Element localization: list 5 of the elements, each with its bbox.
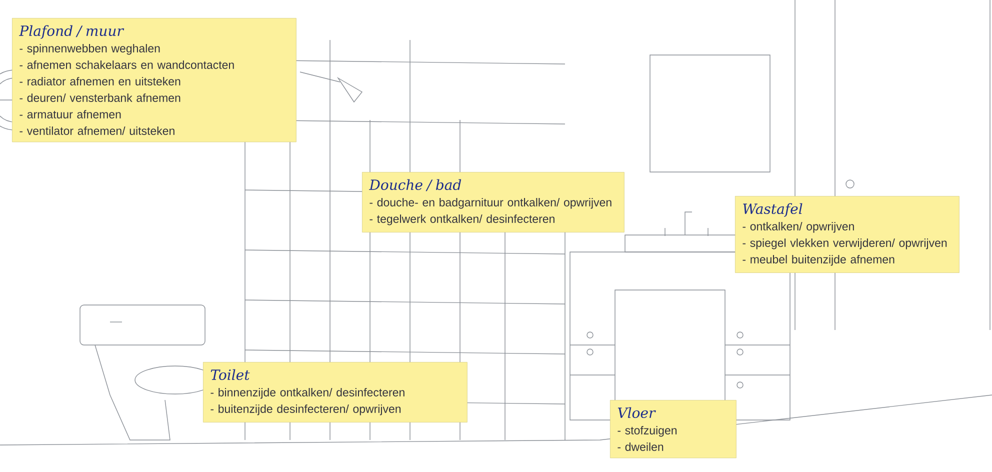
sticky-note: Plafond / muur - spinnenwebben weghalen - afnemen schakelaars en wandcontacten - radiator afnemen en uitsteken - deuren/ vensterbank afnemen - armatuur afnemen - ventilator afnemen/ uitsteken [12, 18, 296, 142]
sticky-note: Douche / bad - douche- en badgarnituur ontkalken/ opwrijven - tegelwerk ontkalken/ desinfecteren [362, 172, 624, 232]
sticky-note: Wastafel - ontkalken/ opwrijven - spiegel vlekken verwijderen/ opwrijven - meubel buitenzijde afnemen [735, 196, 960, 273]
sticky-note: Vloer - stofzuigen - dweilen [610, 400, 736, 458]
sticky-note: Toilet - binnenzijde ontkalken/ desinfecteren - buitenzijde desinfecteren/ opwrijven [203, 362, 468, 422]
